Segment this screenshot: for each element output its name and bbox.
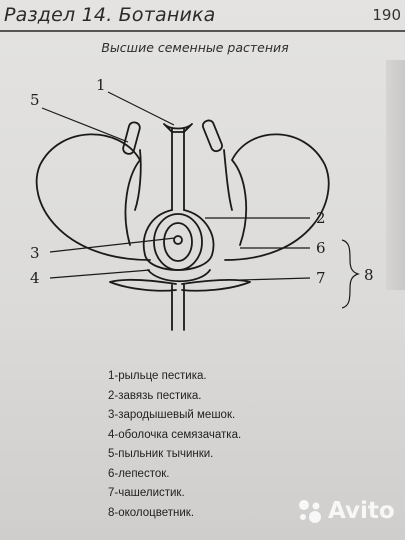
callout-7: 7 — [316, 269, 326, 287]
leader-4 — [49, 269, 151, 279]
legend-item: 4-оболочка семязачатка. — [108, 428, 242, 441]
flower-diagram: 1 2 3 4 5 6 7 8 — [30, 76, 374, 331]
stamen-left — [134, 149, 142, 211]
receptacle — [147, 269, 211, 283]
legend-item: 5-пыльник тычинки. — [108, 448, 214, 460]
page-number: 190 — [372, 6, 401, 24]
legend-item: 2-завязь пестика. — [108, 389, 202, 402]
sepal-left — [109, 278, 177, 292]
ovule-integument — [153, 213, 203, 271]
leader-7 — [239, 277, 311, 281]
header-divider — [0, 30, 405, 32]
leader-1 — [107, 91, 175, 126]
pistil-style — [171, 127, 185, 211]
stigma — [163, 123, 193, 133]
callout-4: 4 — [30, 269, 40, 287]
anther-right — [201, 119, 223, 153]
legend-item: 3-зародышевый мешок. — [108, 409, 236, 421]
embryo-sac-nucleus — [173, 235, 183, 245]
page-edge-shadow — [386, 60, 405, 290]
legend-item: 7-чашелистик. — [108, 487, 185, 499]
callout-8: 8 — [364, 266, 374, 284]
diagram-legend: 1-рыльце пестика. 2-завязь пестика. 3-за… — [108, 367, 241, 523]
legend-item: 8-околоцветник. — [108, 506, 195, 519]
avito-watermark: Avito — [296, 497, 395, 525]
petal-left — [35, 133, 151, 261]
callout-6: 6 — [316, 239, 326, 257]
section-title: Раздел 14. Ботаника — [4, 4, 216, 26]
leader-3 — [49, 237, 176, 253]
callout-1: 1 — [96, 76, 106, 94]
flower-stalk — [171, 284, 185, 331]
page-subtitle: Высшие семенные растения — [101, 40, 289, 55]
stamen-right — [223, 149, 233, 211]
embryo-sac — [163, 222, 193, 262]
avito-logo-icon — [299, 500, 321, 523]
callout-2: 2 — [316, 209, 326, 227]
leader-5 — [41, 107, 129, 143]
brace-8 — [341, 239, 360, 309]
legend-item: 1-рыльце пестика. — [108, 370, 207, 382]
legend-item: 6-лепесток. — [108, 467, 170, 480]
anther-left — [122, 121, 141, 155]
sepal-right — [181, 278, 251, 292]
petal-right — [224, 133, 330, 261]
callout-3: 3 — [30, 244, 40, 262]
watermark-text: Avito — [328, 498, 395, 524]
callout-5: 5 — [30, 91, 40, 109]
